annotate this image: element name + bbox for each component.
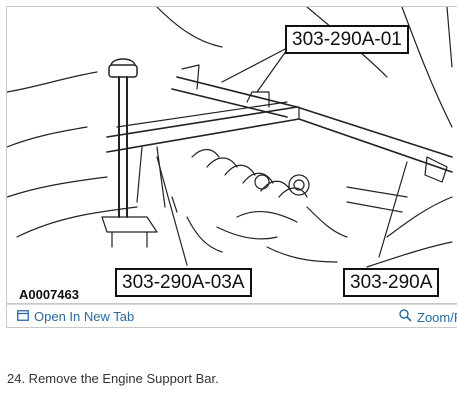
external-tab-icon bbox=[17, 309, 29, 324]
zoom-link[interactable]: Zoom/P bbox=[399, 309, 457, 325]
engine-illustration: 303-290A-01 303-290A-03A 303-290A A00074… bbox=[6, 6, 457, 304]
figure-id-label: A0007463 bbox=[19, 287, 79, 302]
callout-bottom-right: 303-290A bbox=[343, 268, 440, 297]
open-in-new-tab-label: Open In New Tab bbox=[34, 309, 135, 324]
callout-top: 303-290A-01 bbox=[285, 25, 409, 54]
zoom-label: Zoom/P bbox=[417, 309, 457, 325]
image-toolbar: Open In New Tab Zoom/P bbox=[6, 304, 457, 328]
callout-bottom-left: 303-290A-03A bbox=[115, 268, 252, 297]
open-in-new-tab-link[interactable]: Open In New Tab bbox=[17, 309, 134, 324]
engine-line-drawing bbox=[7, 7, 453, 268]
magnifier-icon bbox=[399, 309, 412, 325]
step-instruction: 24. Remove the Engine Support Bar. bbox=[7, 371, 219, 386]
